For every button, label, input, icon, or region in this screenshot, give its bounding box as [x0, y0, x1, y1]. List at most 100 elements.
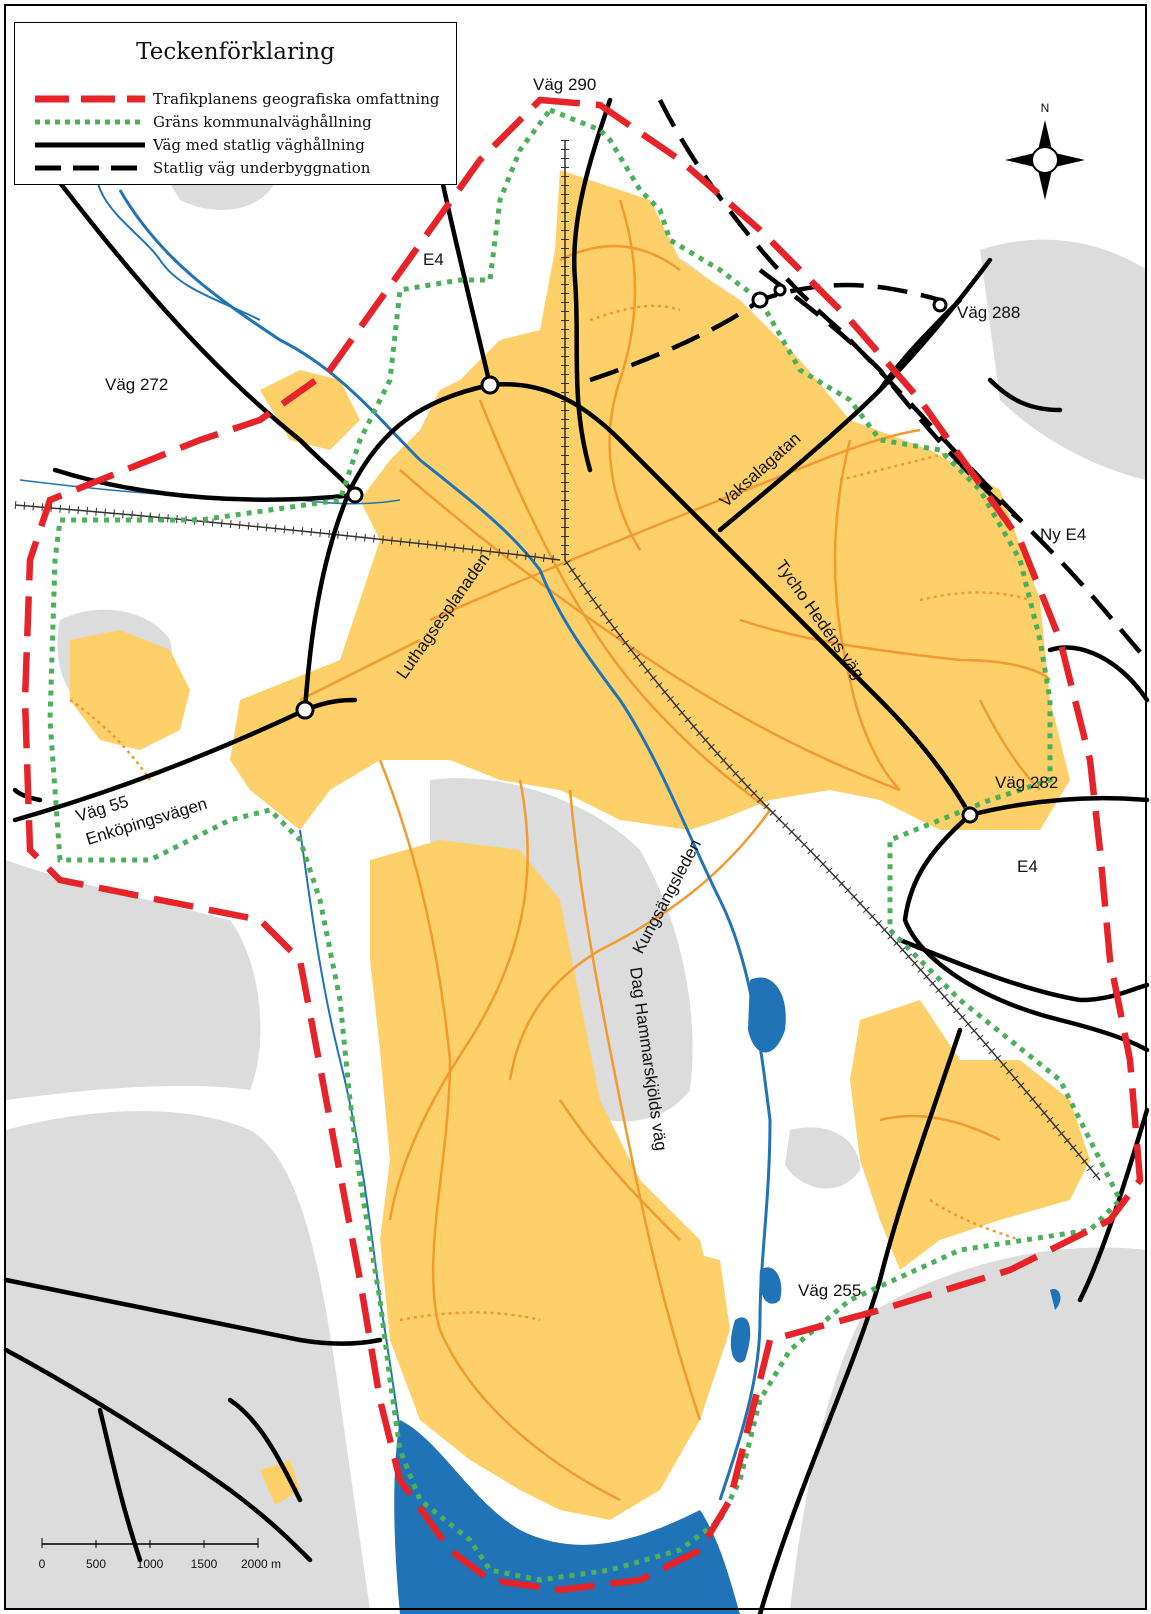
roundabout-ring: [773, 283, 787, 297]
creek-west: [299, 829, 401, 1431]
street: [388, 779, 529, 1221]
road-vag282[interactable]: [967, 795, 1150, 818]
river-north-branch: [95, 149, 261, 321]
built-up-southeast: [850, 1000, 1090, 1270]
lake-small-2: [759, 1267, 782, 1304]
legend-label: Väg med statlig väghållning: [153, 136, 365, 154]
roundabouts: [295, 283, 979, 824]
road-south-east-arc[interactable]: [1077, 1107, 1150, 1303]
street: [378, 759, 621, 1502]
built-up-south-east-block: [560, 1240, 730, 1440]
green-area-west: [6, 860, 261, 1100]
scale-label: 500: [86, 1557, 106, 1571]
legend-swatch-dotted: [35, 119, 145, 125]
road-south-sw[interactable]: [3, 1277, 383, 1346]
built-up-areas: [70, 170, 1090, 1520]
road-east-rest[interactable]: [987, 377, 1063, 413]
street: [429, 428, 921, 622]
roundabout-vag55: [295, 700, 315, 720]
river-fyris: [118, 189, 772, 1501]
roundabout-e4-north: [480, 375, 500, 395]
green-area-southeast: [790, 1247, 1147, 1610]
street: [978, 699, 1041, 791]
legend-item-state-road: Väg med statlig väghållning: [33, 134, 365, 156]
legend-swatch-long-dash: [35, 95, 145, 103]
street: [568, 789, 702, 1421]
street: [558, 1099, 681, 1241]
compass-north-point: [1038, 120, 1052, 150]
street-planned: [929, 1198, 1021, 1242]
road-south-sw-2[interactable]: [3, 1347, 313, 1563]
label-e4-north: E4: [423, 250, 444, 269]
road-east-arc[interactable]: [897, 937, 1150, 1003]
road-sw-curve[interactable]: [227, 1397, 303, 1503]
road-e4-main[interactable]: [487, 382, 973, 818]
street: [508, 809, 772, 1081]
street: [399, 469, 901, 792]
built-up-small-sw: [260, 1460, 300, 1505]
legend: Teckenförklaring Trafikplanens geografis…: [14, 22, 457, 185]
water: [19, 149, 1061, 1614]
compass-east-point: [1055, 153, 1085, 167]
compass-north-label: N: [1041, 101, 1050, 115]
lake-small-3: [730, 1317, 751, 1363]
road-vag255[interactable]: [757, 1027, 963, 1614]
street: [299, 638, 421, 702]
roundabout-vag288: [932, 297, 948, 313]
label-vag272: Väg 272: [105, 375, 168, 394]
street: [478, 399, 771, 812]
scale-label: 0: [39, 1557, 46, 1571]
legend-swatch-solid: [35, 142, 145, 148]
railways: [14, 140, 1104, 1183]
label-e4-south: E4: [1017, 857, 1038, 876]
street-planned: [589, 304, 681, 322]
state-roads[interactable]: [3, 97, 1150, 1614]
road-construction-east[interactable]: [758, 268, 1022, 522]
compass-rose-icon: N: [1005, 101, 1085, 200]
label-vag290: Väg 290: [533, 75, 596, 94]
street: [608, 199, 642, 551]
railway-east-coast: [564, 140, 1101, 1181]
compass-center: [1031, 146, 1059, 174]
scale-label: 1500: [191, 1557, 218, 1571]
legend-item-municipal-boundary: Gräns kommunalväghållning: [33, 111, 372, 133]
pond-east: [1050, 1289, 1061, 1310]
road-far-sw[interactable]: [97, 1407, 143, 1563]
built-up-city-center: [230, 170, 1070, 830]
local-streets: [299, 199, 1051, 1502]
road-vag272-west[interactable]: [52, 467, 358, 502]
street: [879, 1114, 1001, 1142]
legend-label: Gräns kommunalväghållning: [153, 113, 372, 131]
label-vag288: Väg 288: [957, 303, 1020, 322]
green-area-northeast: [980, 239, 1147, 480]
label-vag255: Väg 255: [798, 1281, 861, 1300]
road-e4-north[interactable]: [437, 167, 493, 388]
street-planned: [399, 1311, 541, 1322]
compass-south-point: [1038, 170, 1052, 200]
legend-item-state-road-construction: Statlig väg underbyggnation: [33, 157, 370, 179]
boundary-municipal: [47, 106, 1124, 1583]
label-vag282: Väg 282: [995, 773, 1058, 792]
street: [739, 618, 1051, 681]
lake-ekoln: [394, 1420, 740, 1614]
road-e4-south[interactable]: [902, 812, 1150, 1053]
compass-west-point: [1005, 153, 1035, 167]
roundabout-west: [346, 486, 364, 504]
scale-label: 1000: [137, 1557, 164, 1571]
boundary-plan: [21, 96, 1144, 1594]
label-ny-e4: Ny E4: [1040, 525, 1086, 544]
road-vag272[interactable]: [47, 167, 358, 498]
street-planned: [69, 698, 152, 781]
road-vag55[interactable]: [12, 697, 358, 823]
local-streets-dotted: [69, 304, 1031, 1322]
roundabout-construction: [751, 291, 769, 309]
legend-title: Teckenförklaring: [136, 39, 335, 65]
scale-label: 2000 m: [241, 1557, 281, 1571]
legend-swatch-dash: [35, 165, 145, 171]
legend-item-plan-boundary: Trafikplanens geografiska omfattning: [33, 88, 439, 110]
lake-small: [748, 977, 786, 1053]
roundabout-vag282: [961, 806, 979, 824]
built-up-west: [70, 630, 190, 750]
scale-bar: 0 500 1000 1500 2000 m: [39, 1538, 281, 1571]
